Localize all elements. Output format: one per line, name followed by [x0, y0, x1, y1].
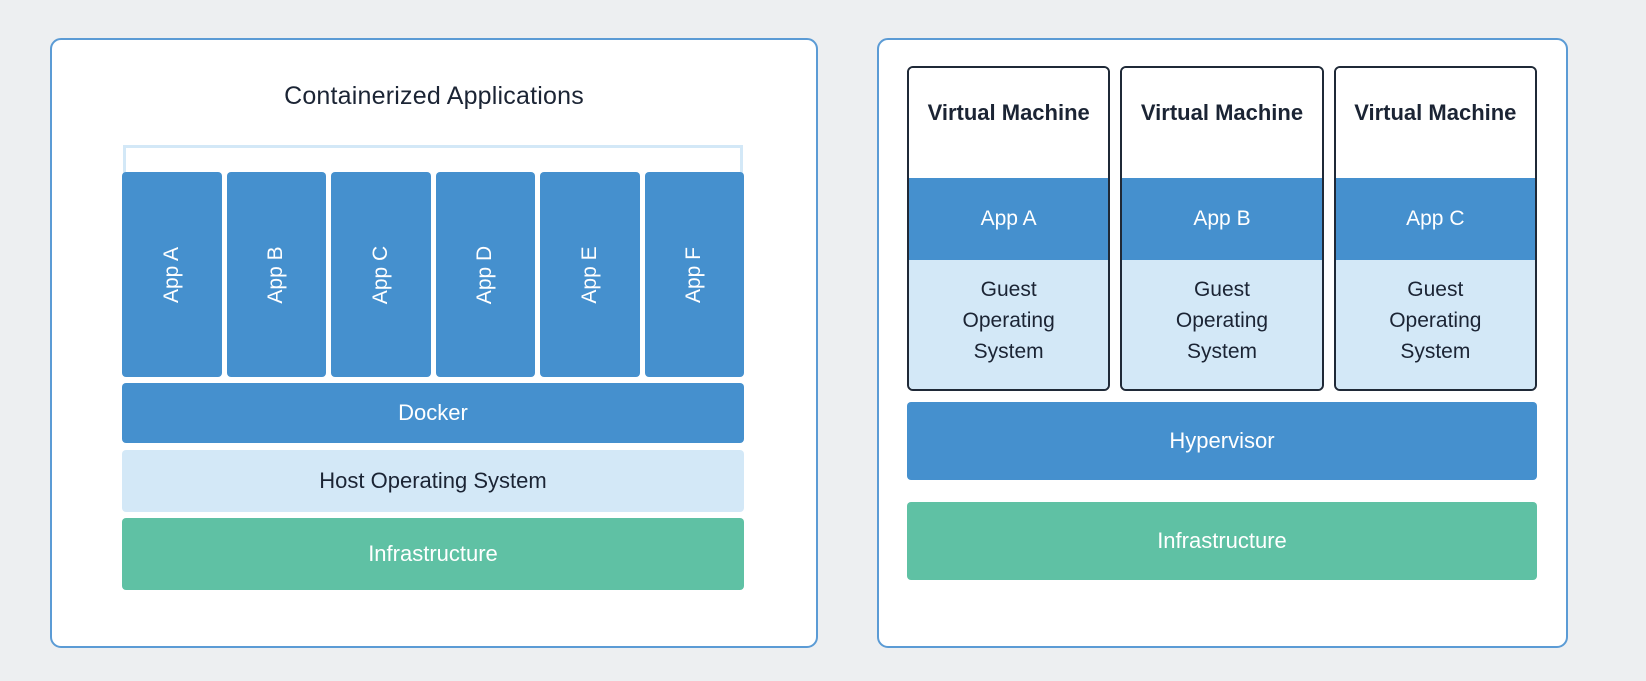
virtual-machine-card: Virtual Machine App B Guest Operating Sy… — [1120, 66, 1324, 391]
guest-operating-system-block: Guest Operating System — [1122, 260, 1322, 389]
guest-os-line: Operating — [1389, 309, 1482, 332]
virtual-machine-card: Virtual Machine App A Guest Operating Sy… — [907, 66, 1111, 391]
guest-os-line: Guest — [1193, 278, 1250, 301]
guest-os-line: Operating — [962, 309, 1055, 332]
virtual-machine-card: Virtual Machine App C Guest Operating Sy… — [1333, 66, 1537, 391]
container-app-box: App D — [435, 172, 535, 377]
virtual-machine-app-label: App B — [1122, 178, 1322, 260]
container-app-label: App A — [159, 246, 183, 303]
guest-operating-system-block: Guest Operating System — [1335, 260, 1535, 389]
containers-panel-title: Containerized Applications — [284, 82, 584, 110]
containers-panel: Containerized Applications App A App B A… — [50, 38, 818, 648]
containers-infrastructure-layer: Infrastructure — [122, 518, 744, 590]
container-app-box: App C — [331, 172, 431, 377]
guest-os-line: System — [973, 340, 1044, 363]
container-app-box: App E — [540, 172, 640, 377]
container-app-label: App F — [682, 246, 706, 303]
guest-os-line: Guest — [1407, 278, 1464, 301]
container-apps-row: App A App B App C App D App E App F — [122, 172, 744, 377]
vms-infrastructure-layer: Infrastructure — [907, 502, 1537, 580]
container-app-label: App B — [264, 245, 288, 304]
virtual-machine-title: Virtual Machine — [1335, 68, 1535, 178]
guest-os-line: System — [1186, 340, 1257, 363]
virtual-machine-app-label: App C — [1335, 178, 1535, 260]
guest-os-line: System — [1400, 340, 1471, 363]
virtual-machine-app-label: App A — [909, 178, 1109, 260]
container-app-box: App A — [122, 172, 222, 377]
host-operating-system-layer: Host Operating System — [122, 450, 744, 512]
container-app-box: App B — [226, 172, 326, 377]
container-app-label: App E — [577, 245, 601, 304]
hypervisor-layer: Hypervisor — [907, 402, 1537, 480]
virtual-machine-title: Virtual Machine — [909, 68, 1109, 178]
guest-os-line: Guest — [980, 278, 1037, 301]
docker-layer: Docker — [122, 383, 744, 443]
container-app-label: App C — [368, 245, 392, 304]
guest-os-line: Operating — [1175, 309, 1269, 332]
container-app-box: App F — [644, 172, 744, 377]
container-runtime-frame — [123, 145, 743, 187]
virtual-machines-panel: Virtual Machine App A Guest Operating Sy… — [877, 38, 1568, 648]
virtual-machines-row: Virtual Machine App A Guest Operating Sy… — [907, 66, 1537, 391]
guest-operating-system-block: Guest Operating System — [909, 260, 1109, 389]
virtual-machine-title: Virtual Machine — [1122, 68, 1322, 178]
container-app-label: App D — [473, 245, 497, 304]
